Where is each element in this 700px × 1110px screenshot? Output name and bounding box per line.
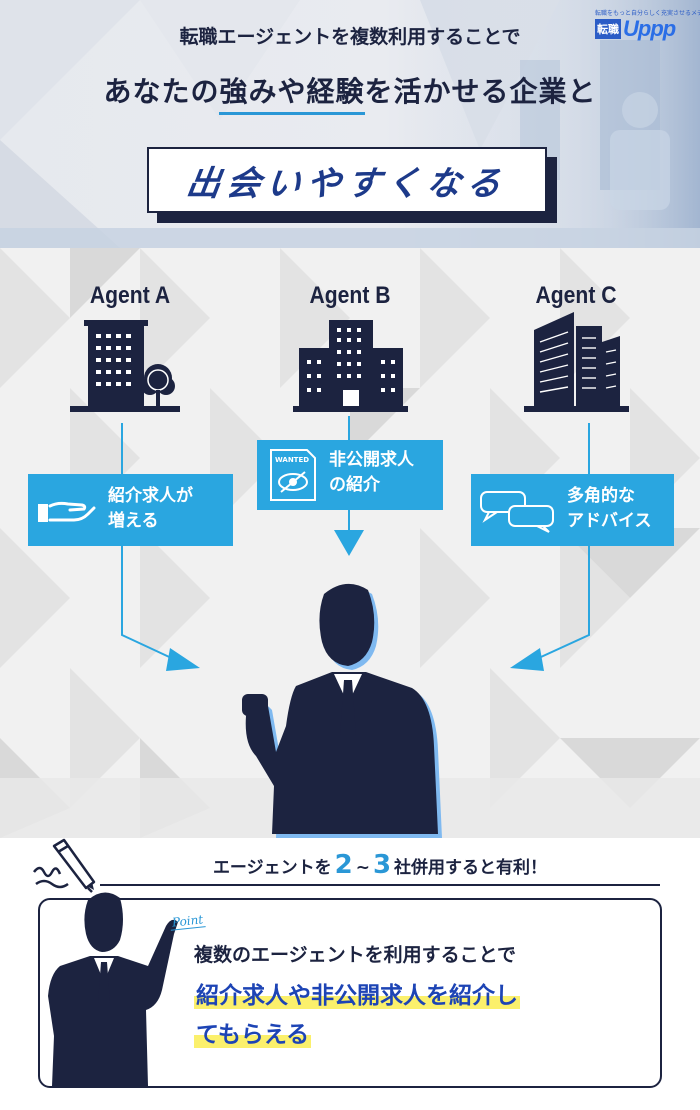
point-line3: てもらえる (194, 1015, 312, 1049)
businessman-pointing-icon (48, 892, 178, 1086)
header-title-highlight: 強みや経験 (219, 70, 365, 115)
feature-box-a: 紹介求人が 増える (28, 474, 233, 546)
feature-b-line1: 非公開求人 (329, 450, 414, 470)
pen-writing-icon (33, 838, 96, 893)
agent-b-title: Agent B (309, 282, 391, 309)
point-line3-highlight: てもらえる (194, 1022, 312, 1048)
bottom-heading-tilde: ~ (355, 858, 370, 878)
feature-c-line1: 多角的な (567, 486, 635, 506)
agent-c-title: Agent C (535, 282, 617, 309)
building-c-icon (524, 312, 629, 412)
logo-main: 転職 Uppp (595, 16, 676, 41)
bottom-heading-num1: 2 (334, 850, 353, 880)
header-subtitle: 転職エージェントを複数利用することで (179, 26, 521, 48)
wanted-poster-text: WANTED (275, 456, 309, 464)
building-a-icon (70, 320, 180, 412)
point-line1: 複数のエージェントを利用することで (194, 944, 517, 966)
header-title-part-a: あなたの (103, 75, 220, 108)
logo-word: Uppp (623, 16, 676, 41)
bottom-heading-num2: 3 (372, 850, 392, 880)
header-title-part-b: を活かせる企業と (364, 75, 597, 108)
bottom-heading-part-a: エージェントを (212, 858, 332, 878)
point-line2: 紹介求人や非公開求人を紹介し (194, 976, 520, 1010)
agent-a-title: Agent A (89, 282, 171, 309)
feature-c-text: 多角的な アドバイス (567, 484, 652, 534)
logo-kanji: 転職 (595, 19, 621, 39)
header-box: 出会いやすくなる (147, 147, 547, 213)
feature-box-c: 多角的な アドバイス (471, 474, 674, 546)
hand-icon (38, 501, 96, 522)
feature-a-line2: 増える (108, 511, 159, 531)
brand-logo: 転職をもっと自分らしく充実させるメディア 転職 Uppp (595, 8, 700, 44)
header-title: あなたの強みや経験を活かせる企業と (0, 70, 700, 115)
point-line2-highlight: 紹介求人や非公開求人を紹介し (194, 983, 520, 1009)
feature-c-line2: アドバイス (567, 511, 652, 531)
businessman-fist-icon (242, 583, 442, 838)
building-b-icon (293, 320, 408, 412)
feature-a-line1: 紹介求人が (108, 486, 193, 506)
header: 転職をもっと自分らしく充実させるメディア 転職 Uppp 転職エージェントを複数… (0, 0, 700, 248)
feature-b-line2: の紹介 (329, 475, 380, 495)
wanted-poster-icon: WANTED (270, 449, 316, 501)
agents-diagram: Agent A Agent B Agent C (0, 248, 700, 838)
logo-tagline: 転職をもっと自分らしく充実させるメディア (595, 10, 700, 17)
feature-b-text: 非公開求人 の紹介 (329, 448, 414, 498)
speech-bubbles-icon (480, 491, 554, 533)
header-box-text: 出会いやすくなる (183, 163, 510, 204)
feature-a-text: 紹介求人が 増える (108, 484, 193, 534)
feature-box-b: WANTED 非公開求人 の紹介 (257, 440, 443, 510)
bottom-heading-part-b: 社併用すると有利！ (394, 858, 548, 878)
